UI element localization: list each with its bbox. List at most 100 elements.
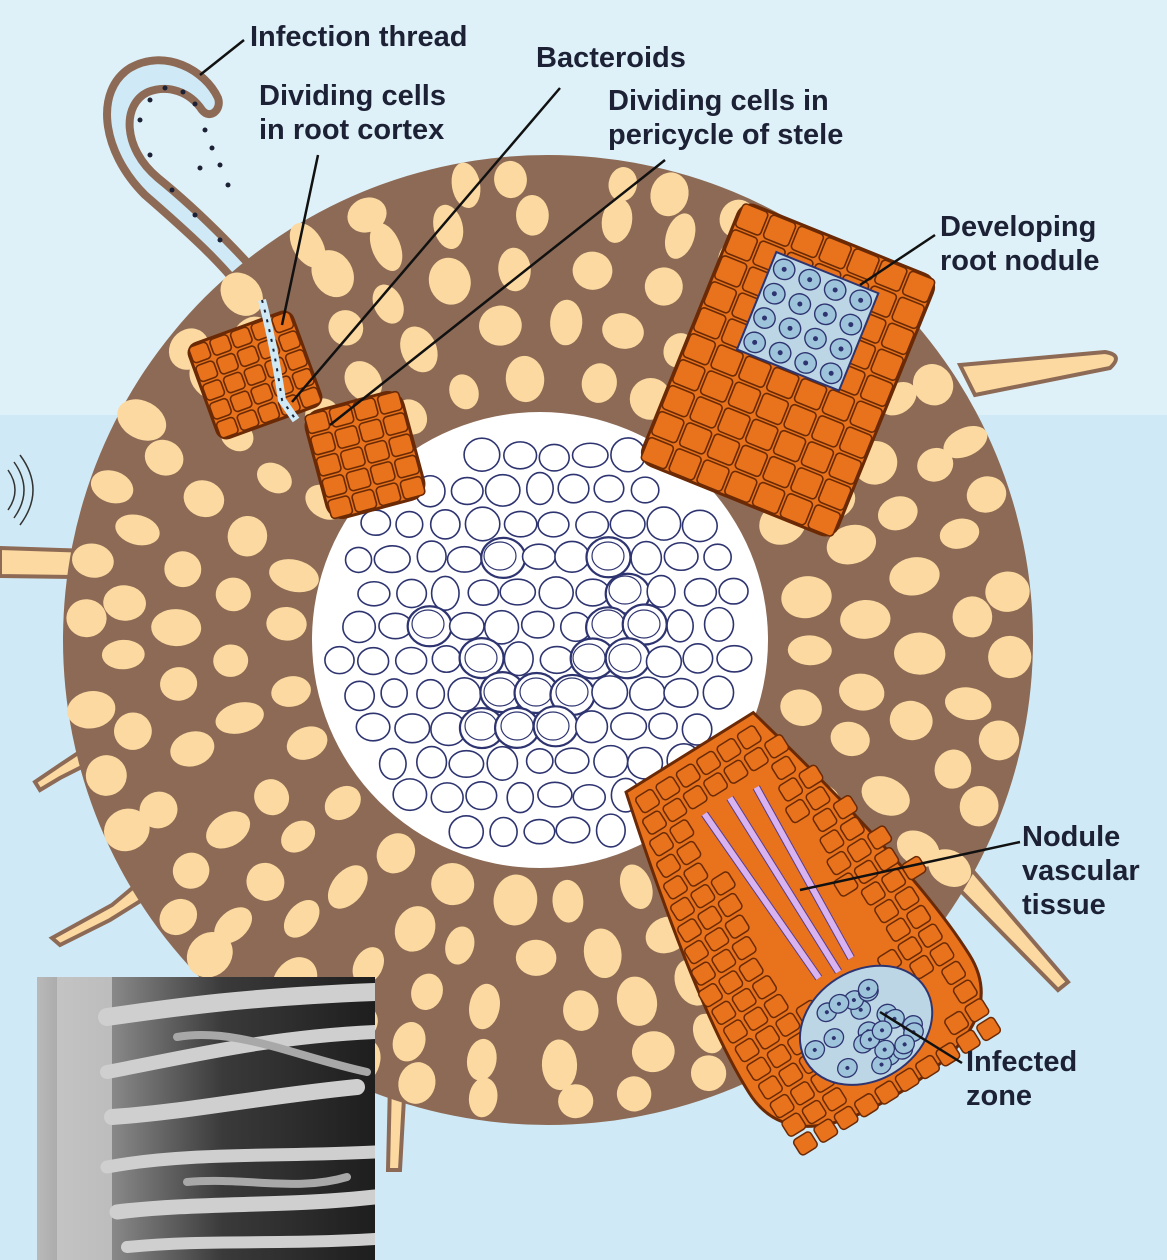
stele-cell <box>396 648 427 674</box>
label-line: pericycle of stele <box>608 118 843 152</box>
stele-cell <box>719 578 748 604</box>
stele-cell <box>683 644 712 673</box>
stele-cell <box>374 546 410 573</box>
label-nodule-vascular-tissue: Nodule vascular tissue <box>1022 820 1140 922</box>
stele-cell <box>451 478 483 505</box>
stele-cell <box>538 512 569 537</box>
stele-cell <box>432 646 460 672</box>
stele-cell <box>450 613 484 640</box>
stele-cell <box>381 679 407 707</box>
stele-cell <box>664 543 698 571</box>
stele-cell <box>664 679 698 708</box>
stele-cell <box>396 512 423 538</box>
label-line: zone <box>966 1079 1077 1113</box>
stele-cell <box>431 510 460 539</box>
stele-cell <box>356 713 390 740</box>
stele-cell <box>464 438 500 471</box>
stele-cell <box>345 681 374 710</box>
stele-cell <box>540 647 573 674</box>
stele-cell <box>538 782 572 807</box>
stele-cell <box>346 547 372 572</box>
stele-cell <box>487 747 517 781</box>
label-line: Dividing cells in <box>608 84 843 118</box>
stele-cell <box>481 538 525 578</box>
stele-cell <box>449 816 483 848</box>
stele-cell <box>431 783 463 812</box>
stele-cell <box>524 820 555 844</box>
stele-cell <box>468 580 498 605</box>
stele-cell <box>594 746 628 778</box>
label-dividing-cells-root-cortex: Dividing cells in root cortex <box>259 79 446 147</box>
root-hair-micrograph <box>37 977 375 1260</box>
stele-cell <box>393 779 426 810</box>
stele-cell <box>594 475 624 502</box>
stele-cell <box>592 676 628 709</box>
stele-cell <box>417 680 444 709</box>
label-line: Infected <box>966 1045 1077 1079</box>
stele-cell <box>504 642 533 676</box>
stele-cell <box>631 542 661 575</box>
label-developing-root-nodule: Developing root nodule <box>940 210 1099 278</box>
stele-cell <box>703 676 733 709</box>
label-line: Nodule <box>1022 820 1140 854</box>
stele-cell <box>397 579 427 607</box>
stele-cell <box>705 608 734 642</box>
label-line: root nodule <box>940 244 1099 278</box>
stele-cell <box>504 442 537 469</box>
stele-cell <box>504 511 536 536</box>
stele-cell <box>576 711 608 743</box>
stele-cell <box>448 678 480 711</box>
label-dividing-cells-pericycle: Dividing cells in pericycle of stele <box>608 84 843 152</box>
stele-cell <box>611 713 647 739</box>
stele-cell <box>556 817 590 842</box>
stele-cell <box>447 547 481 572</box>
stele-cell <box>449 751 483 778</box>
label-line: Dividing cells <box>259 79 446 113</box>
stele-cell <box>704 544 731 570</box>
stele-cell <box>717 646 752 672</box>
stele-cell <box>490 818 517 847</box>
stele-cell <box>395 714 430 743</box>
label-line: vascular <box>1022 854 1140 888</box>
stele-cell <box>358 648 389 675</box>
stele-cell <box>647 576 675 608</box>
stele-cell <box>647 507 681 540</box>
stele-cell <box>343 611 375 642</box>
stele-cell <box>610 511 645 539</box>
stele-cell <box>500 579 535 605</box>
stele-cell <box>539 577 573 609</box>
stele-cell <box>576 512 609 538</box>
stele-cell <box>597 814 626 847</box>
stele-cell <box>573 443 608 467</box>
stele-cell <box>527 473 553 505</box>
label-infection-thread: Infection thread <box>250 20 468 54</box>
stele-cell <box>630 677 665 710</box>
stele-cell <box>573 785 605 810</box>
stele-cell <box>465 507 499 541</box>
stele-cell <box>507 783 533 813</box>
stele-cell <box>361 510 390 535</box>
stele-cell <box>649 713 677 739</box>
stele-cell <box>682 510 717 541</box>
stele-cell <box>486 475 520 506</box>
stele-cell <box>522 611 554 638</box>
stele-cell <box>576 579 609 606</box>
label-line: in root cortex <box>259 113 446 147</box>
label-line: Developing <box>940 210 1099 244</box>
stele-cell <box>432 576 459 610</box>
stele-cell <box>631 477 658 503</box>
stele-cell <box>611 438 645 472</box>
stele-cell <box>417 541 446 572</box>
stele-cell <box>358 582 390 606</box>
stele-cell <box>539 444 569 470</box>
stele-cell <box>646 646 681 677</box>
label-infected-zone: Infected zone <box>966 1045 1077 1113</box>
label-line: tissue <box>1022 888 1140 922</box>
stele-cell <box>523 544 556 569</box>
stele-cell <box>408 606 452 646</box>
stele-cell <box>325 647 354 674</box>
stele-cell <box>417 747 447 778</box>
stele-cell <box>380 749 406 780</box>
stele-cell <box>555 748 589 773</box>
